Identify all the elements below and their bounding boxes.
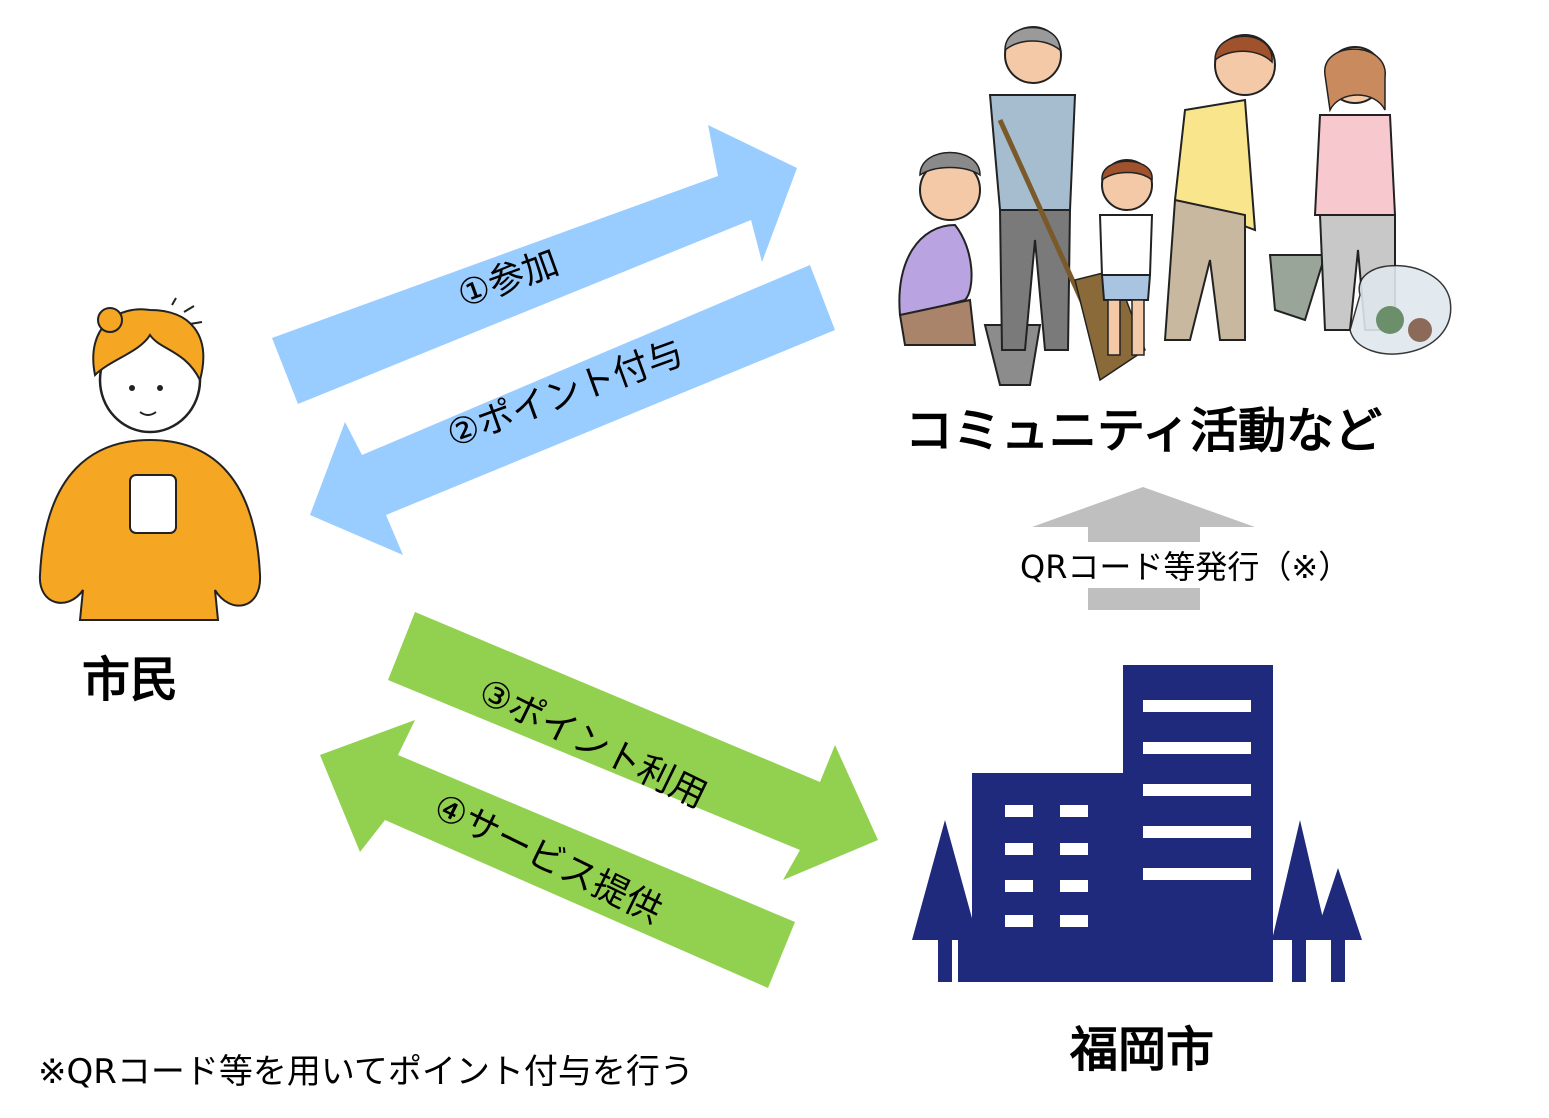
community-illustration <box>898 26 1452 386</box>
citizen-illustration <box>38 297 262 621</box>
point-grant-arrow <box>310 265 835 555</box>
point-use-arrow <box>388 612 878 880</box>
footnote: ※QRコード等を用いてポイント付与を行う <box>38 1052 694 1092</box>
community-activity-label: コミュニティ活動など <box>905 403 1383 459</box>
participation-arrow <box>272 125 797 404</box>
citizen-label: 市民 <box>82 652 179 708</box>
city-building-icon <box>912 665 1362 982</box>
fukuoka-city-label: 福岡市 <box>1070 1022 1215 1078</box>
qr-issue-label: QRコード等発行（※） <box>1018 542 1353 588</box>
service-provision-arrow <box>320 720 795 988</box>
